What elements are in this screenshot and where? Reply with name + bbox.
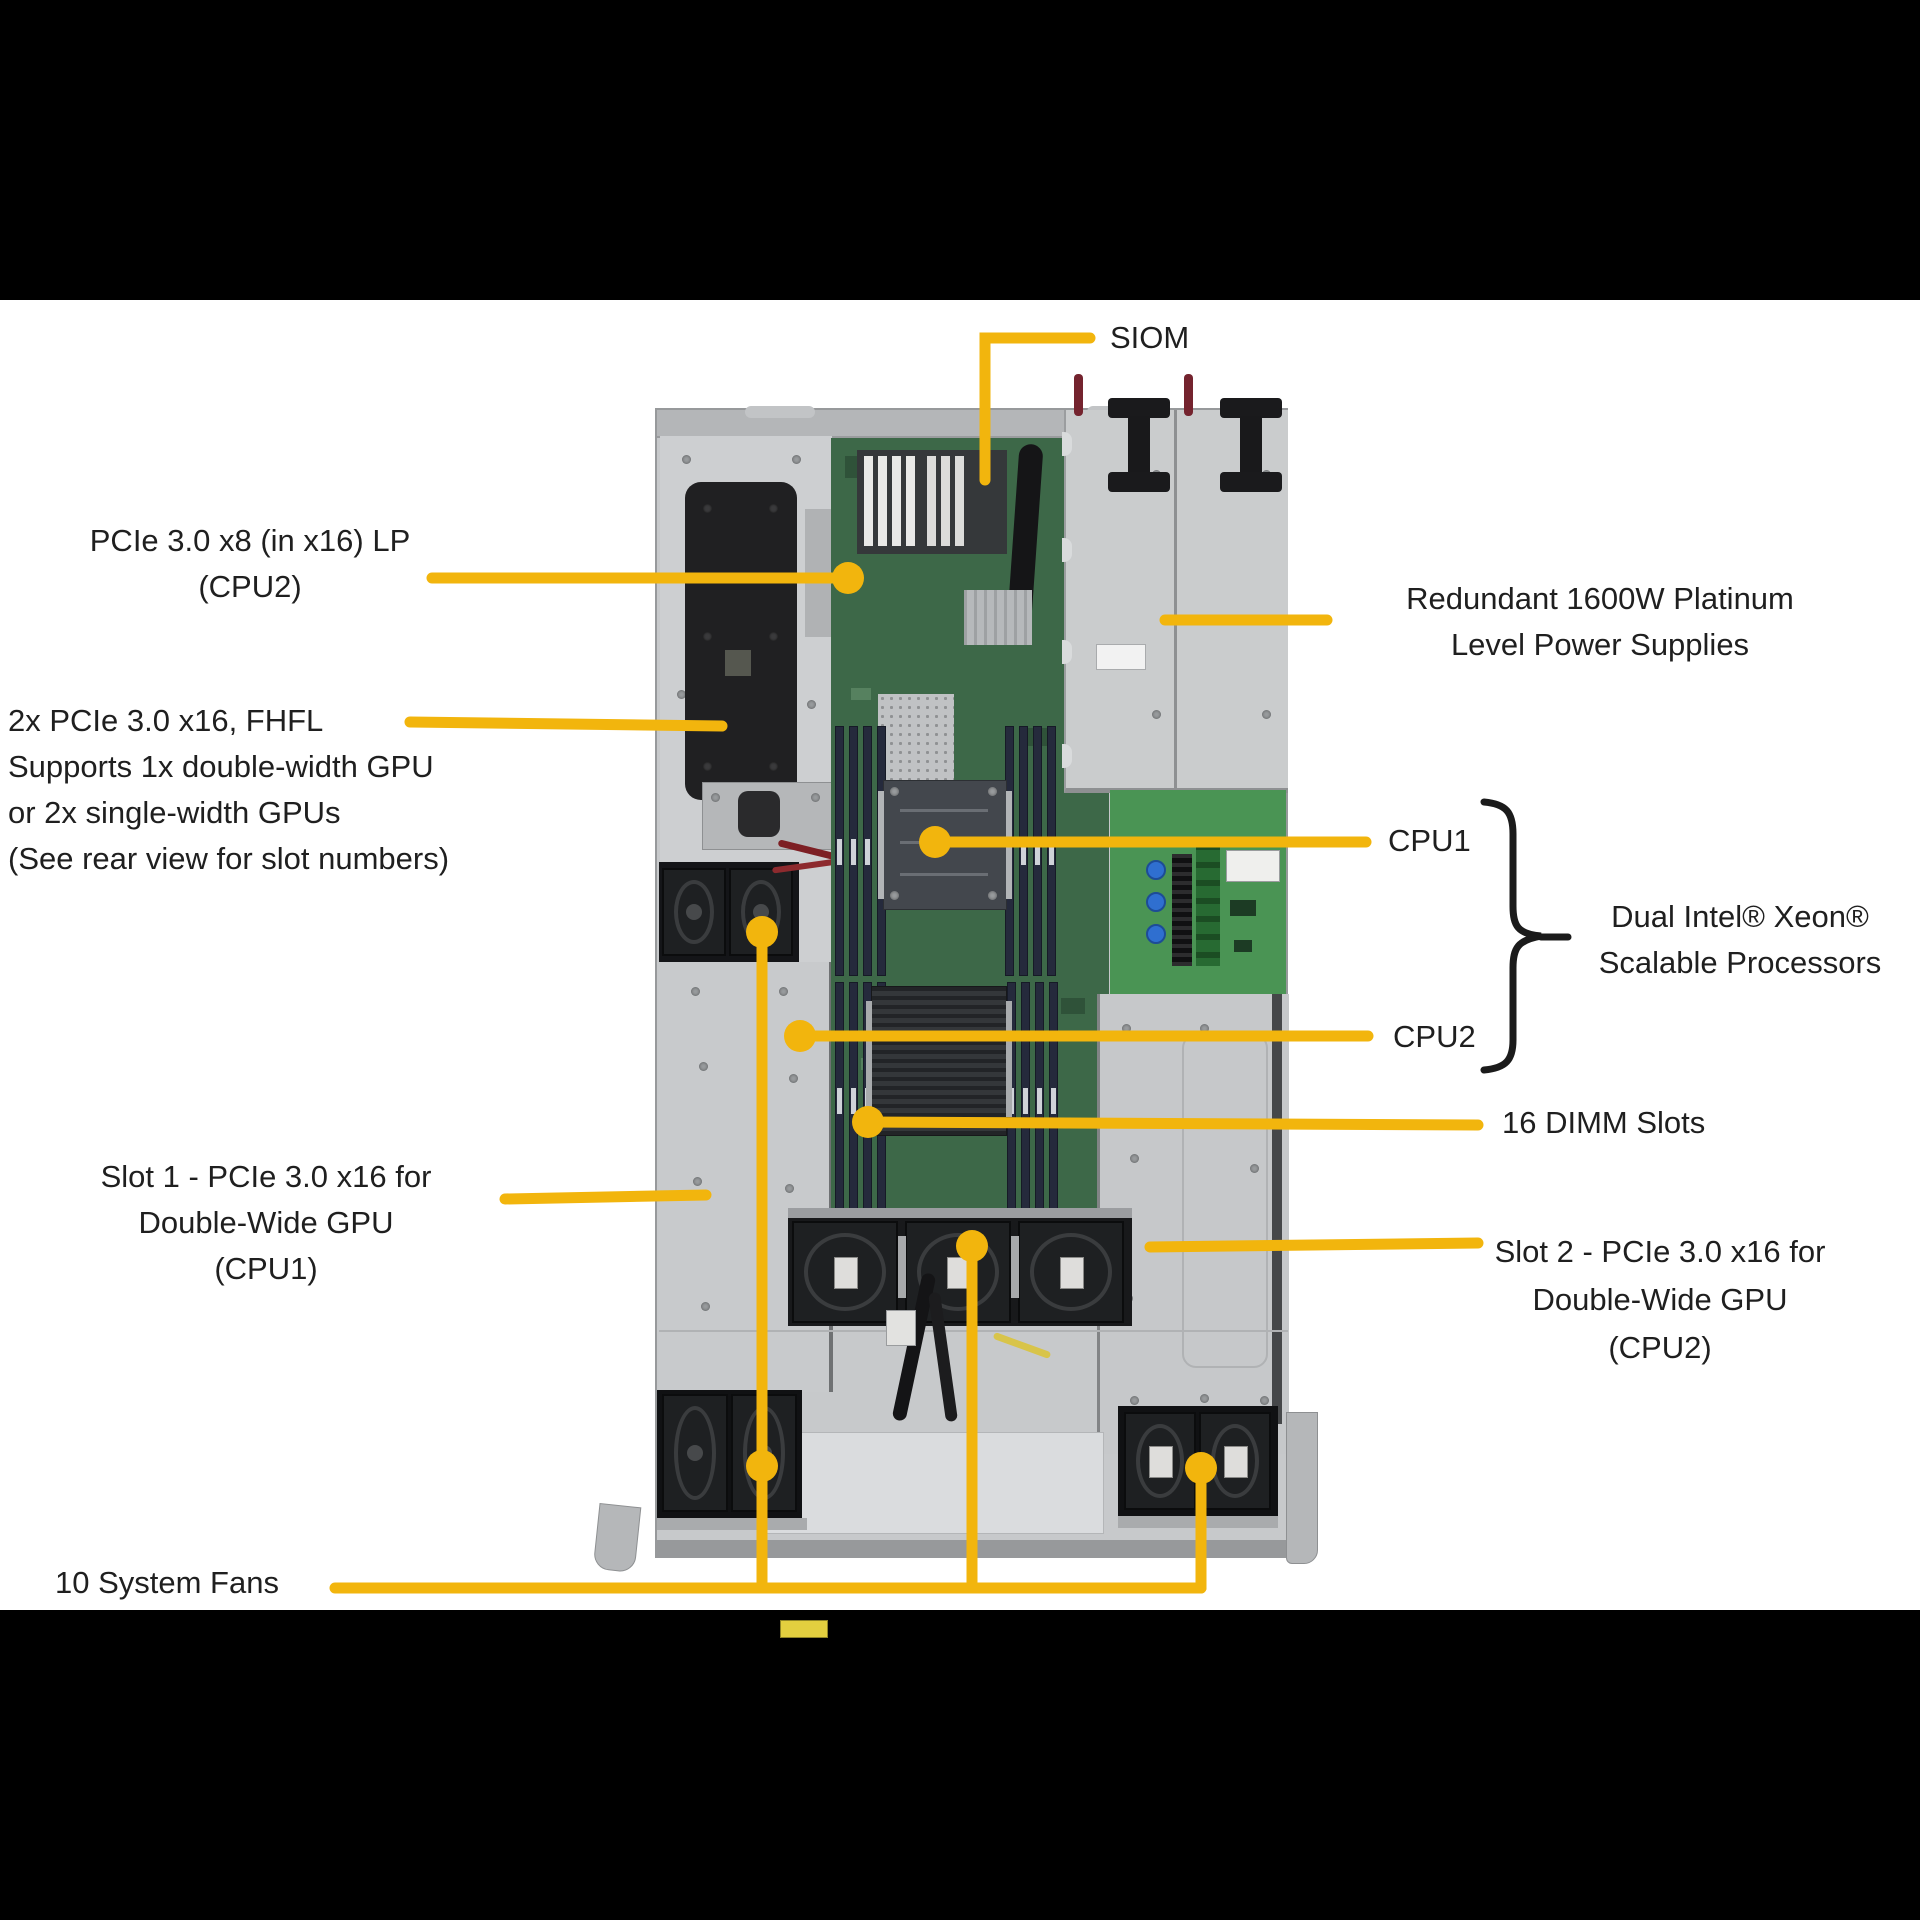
siom-module	[857, 450, 1007, 554]
dimm-slot	[835, 726, 844, 976]
psu-cutout	[1096, 644, 1146, 670]
chassis-floor-line	[659, 1330, 1288, 1332]
dimm-slot	[1049, 982, 1058, 1217]
rack-ear-right	[1286, 1412, 1318, 1564]
middle-fan-row	[788, 1218, 1132, 1326]
middle-fan-bracket	[788, 1208, 1132, 1218]
cpu1-heatsink	[878, 780, 1012, 910]
dimm-slot	[1047, 726, 1056, 976]
front-board	[762, 1432, 1104, 1534]
dimm-slot	[835, 982, 844, 1217]
dimm-slot	[849, 726, 858, 976]
front-edge	[657, 1540, 1286, 1558]
fan	[1018, 1221, 1124, 1323]
fan	[662, 868, 726, 956]
fan	[731, 1394, 797, 1512]
fan-cavity-front-right	[1118, 1406, 1278, 1518]
yellow-label	[780, 1620, 828, 1638]
cpu1-label: CPU1	[1388, 823, 1471, 858]
fans-label: 10 System Fans	[55, 1565, 279, 1600]
xeon-label: Dual Intel® Xeon® Scalable Processors	[1598, 899, 1882, 980]
dimm-slot	[849, 982, 858, 1217]
pcie-x8-label: PCIe 3.0 x8 (in x16) LP (CPU2)	[89, 523, 411, 604]
dimm-slot	[1033, 726, 1042, 976]
siom-label: SIOM	[1110, 320, 1190, 355]
fan-cavity-front-left	[657, 1390, 802, 1518]
yellow-wire	[992, 1331, 1052, 1360]
psu-label: Redundant 1600W Platinum Level Power Sup…	[1406, 581, 1794, 662]
cpu2-label: CPU2	[1393, 1019, 1476, 1054]
psu2-latch-post	[1184, 374, 1193, 416]
dimm-label: 16 DIMM Slots	[1502, 1105, 1706, 1140]
psu2-handle	[1220, 398, 1282, 494]
server-chassis-top-view	[655, 374, 1289, 1638]
chipset-heatsink	[964, 590, 1032, 645]
slot2-label: Slot 2 - PCIe 3.0 x16 for Double-Wide GP…	[1494, 1234, 1826, 1365]
low-profile-riser-window	[685, 482, 797, 800]
power-distribution-board	[1110, 790, 1286, 994]
dimm-slot	[863, 726, 872, 976]
riser-chip	[725, 650, 751, 676]
fan-bracket	[702, 782, 834, 850]
slot1-label: Slot 1 - PCIe 3.0 x16 for Double-Wide GP…	[100, 1159, 432, 1286]
fan	[792, 1221, 898, 1323]
dimm-slot	[1035, 982, 1044, 1217]
psu1-handle	[1108, 398, 1170, 494]
fan	[1124, 1412, 1196, 1510]
white-connector	[886, 1310, 916, 1346]
fan-cavity-upper-left	[659, 862, 799, 962]
fan	[662, 1394, 728, 1512]
dimm-slot	[1021, 982, 1030, 1217]
rail-tab	[745, 406, 815, 418]
rack-ear-left	[592, 1502, 642, 1574]
slot1-gpu-tray	[659, 962, 833, 1638]
fan	[729, 868, 793, 956]
fan	[1199, 1412, 1271, 1510]
psu1-latch-post	[1074, 374, 1083, 416]
riser-bracket-strip	[805, 509, 831, 637]
psu-divider	[1174, 410, 1177, 788]
cpu2-heatsink	[866, 986, 1012, 1136]
dimm-slot	[1019, 726, 1028, 976]
fhfl-label: 2x PCIe 3.0 x16, FHFL Supports 1x double…	[8, 703, 450, 876]
